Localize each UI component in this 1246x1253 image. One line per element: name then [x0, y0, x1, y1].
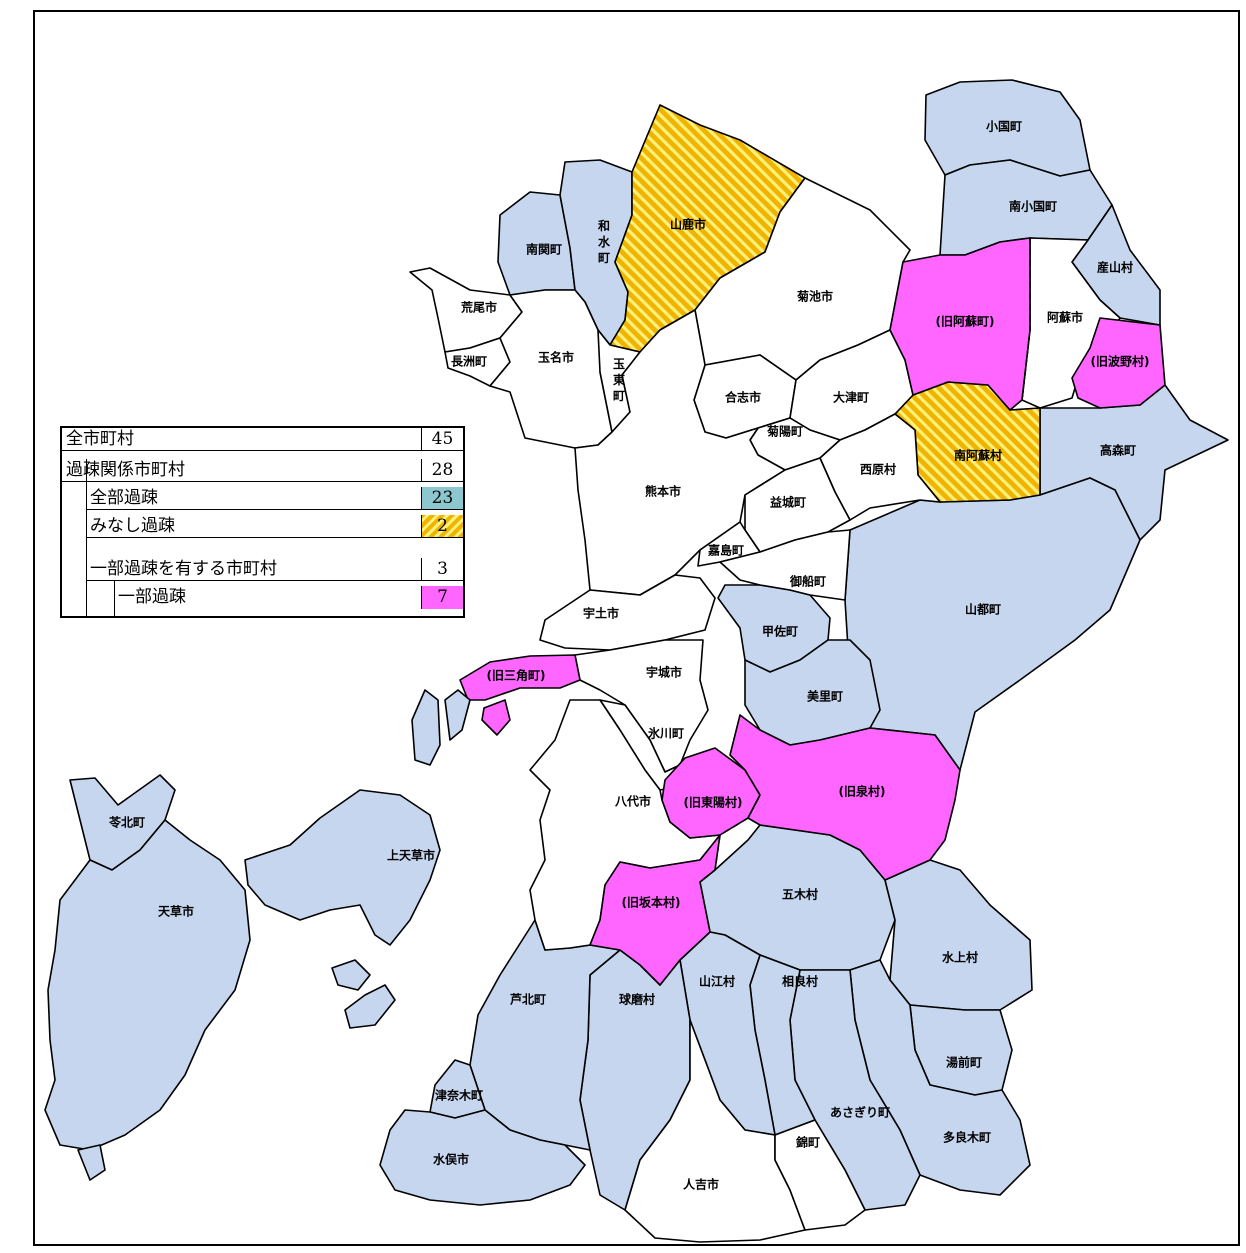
- legend-table: 全市町村 45 過疎関係市町村 28 全部過疎 23 みなし過疎 2 一部過疎を…: [60, 426, 465, 618]
- legend-value-swatch: 7: [421, 586, 463, 609]
- municipality-label: 玉東町: [613, 357, 625, 403]
- municipality-label: 美里町: [807, 689, 843, 704]
- municipality-label: (旧波野村): [1091, 354, 1150, 369]
- island-shape: [77, 1144, 106, 1181]
- municipality-label: 人吉市: [683, 1177, 719, 1192]
- legend-indent-line: [114, 581, 115, 616]
- municipality-label: 錦町: [795, 1135, 820, 1150]
- island-shape: [481, 699, 511, 736]
- municipality-label: (旧阿蘇町): [936, 314, 995, 329]
- municipality-label: 湯前町: [946, 1055, 982, 1070]
- municipality-label: (旧東陽村): [684, 795, 743, 810]
- municipality-label: 嘉島町: [707, 543, 744, 558]
- municipality-label: 御船町: [789, 574, 826, 589]
- municipality-label: 小国町: [986, 119, 1022, 134]
- region-none: [539, 574, 716, 651]
- municipality-label: 熊本市: [645, 484, 681, 499]
- municipality-label: 天草市: [158, 904, 194, 919]
- municipality-label: 菊池市: [796, 289, 833, 304]
- region-none: [624, 1019, 806, 1243]
- legend-value: 28: [421, 459, 463, 481]
- legend-row-has-partial: 一部過疎を有する市町村 3: [86, 558, 463, 581]
- municipality-label: 球磨村: [619, 992, 655, 1007]
- partial-boundary-line: [719, 769, 761, 836]
- region-full: [44, 819, 251, 1151]
- municipality-label: 山江村: [699, 974, 735, 989]
- legend-value-swatch: 2: [421, 515, 463, 537]
- municipality-label: (旧泉村): [839, 784, 886, 799]
- legend-indent-line: [86, 459, 87, 616]
- island-shape: [444, 689, 471, 741]
- region-full: [884, 859, 1033, 1011]
- municipality-label: 津奈木町: [435, 1088, 483, 1103]
- legend-label: 全市町村: [66, 429, 134, 449]
- region-full: [844, 477, 1141, 771]
- region-partial: [459, 654, 581, 701]
- municipality-label: 甲佐町: [762, 624, 798, 639]
- region-none: [719, 529, 851, 601]
- legend-value: 45: [421, 428, 463, 450]
- municipality-label: 西原村: [860, 462, 896, 477]
- municipality-label: 芦北町: [510, 992, 546, 1007]
- municipality-label: 益城町: [770, 495, 806, 510]
- municipality-label: 五木村: [782, 887, 818, 902]
- municipality-label: 玉名市: [538, 350, 574, 365]
- municipality-label: 宇城市: [646, 665, 682, 680]
- municipality-label: 水俣市: [433, 1152, 469, 1167]
- legend-value-swatch: 23: [421, 487, 463, 509]
- municipality-label: 南小国町: [1009, 199, 1057, 214]
- municipality-label: 相良村: [782, 974, 818, 989]
- legend-row-related: 過疎関係市町村 28: [62, 459, 463, 482]
- municipality-label: 大津町: [833, 390, 869, 405]
- municipality-label: (旧三角町): [487, 668, 546, 683]
- municipality-label: 水上村: [942, 950, 978, 965]
- legend-label: みなし過疎: [90, 516, 175, 536]
- legend-row-partial: 一部過疎 7: [114, 586, 463, 609]
- island-shape: [331, 959, 371, 991]
- municipality-label: あさぎり町: [830, 1105, 890, 1120]
- municipality-label: 山都町: [965, 602, 1001, 617]
- municipality-label: 南関町: [526, 242, 562, 257]
- region-partial: [1071, 317, 1166, 409]
- legend-value: 3: [421, 558, 463, 580]
- municipality-label: 上天草市: [387, 848, 435, 863]
- legend-label: 過疎関係市町村: [66, 460, 185, 480]
- legend-row-all: 全市町村 45: [62, 428, 463, 451]
- municipality-label: 苓北町: [108, 815, 145, 830]
- legend-label: 一部過疎を有する市町村: [90, 559, 277, 579]
- municipality-label: 長洲町: [451, 354, 487, 369]
- municipality-label: 多良木町: [943, 1130, 991, 1145]
- municipality-label: 菊陽町: [766, 424, 803, 439]
- region-partial: [889, 237, 1031, 411]
- municipality-label: 南阿蘇村: [954, 448, 1002, 463]
- region-full: [379, 1109, 586, 1206]
- region-none: [574, 309, 786, 596]
- municipality-label: 阿蘇市: [1047, 310, 1083, 325]
- island-shape: [344, 984, 396, 1029]
- partial-boundary-line: [699, 834, 721, 883]
- legend-row-full: 全部過疎 23: [86, 487, 463, 510]
- municipality-label: 和水町: [597, 218, 611, 265]
- municipality-label: 山鹿市: [670, 217, 706, 232]
- municipality-label: 産山村: [1097, 260, 1133, 275]
- legend-row-deemed: みなし過疎 2: [86, 515, 463, 538]
- map-frame: [33, 10, 1240, 1246]
- municipality-label: 氷川町: [647, 726, 684, 741]
- legend-label: 一部過疎: [118, 587, 186, 607]
- region-partial: [589, 834, 721, 986]
- municipality-label: (旧坂本村): [622, 895, 681, 910]
- municipality-label: 高森町: [1100, 443, 1136, 458]
- legend-label: 全部過疎: [90, 488, 158, 508]
- island-shape: [411, 689, 441, 766]
- region-full: [244, 789, 441, 946]
- municipality-label: 宇土市: [583, 606, 619, 621]
- region-none: [774, 1119, 866, 1231]
- municipality-label: 八代市: [614, 794, 651, 809]
- region-none: [574, 639, 709, 773]
- municipality-label: 荒尾市: [460, 300, 497, 315]
- partial-boundary-line: [1021, 238, 1031, 401]
- municipality-label: 合志市: [725, 390, 761, 405]
